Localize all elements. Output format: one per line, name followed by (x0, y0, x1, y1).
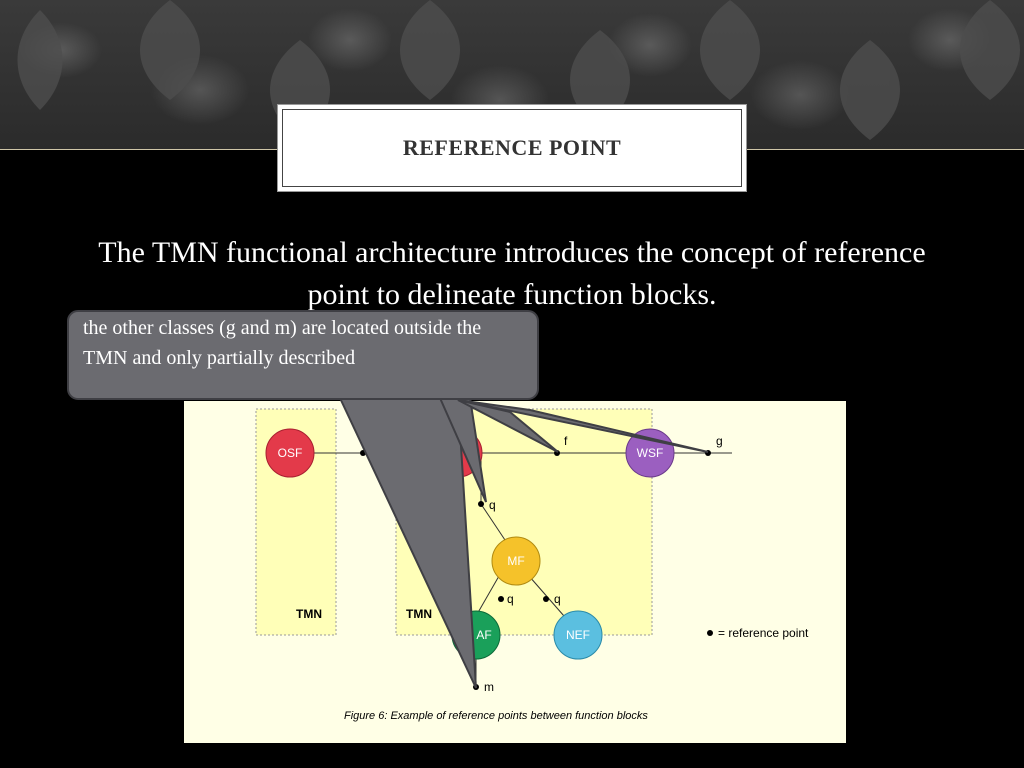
af-label: AF (476, 628, 491, 642)
nef-label: NEF (566, 628, 590, 642)
tmn-region-right (395, 408, 653, 636)
g-ref-label: g (716, 434, 723, 448)
left-ref-node (433, 428, 483, 478)
figure-caption: Figure 6: Example of reference points be… (344, 710, 648, 722)
ref-point-g (705, 450, 711, 456)
ref-point-m (473, 684, 479, 690)
nef-node (553, 610, 603, 660)
mf-label: MF (507, 554, 524, 568)
ref-point-f (554, 450, 560, 456)
osf-node (265, 428, 315, 478)
ref-point-left (360, 450, 366, 456)
line-mf-nef (528, 575, 565, 617)
tmn-figure: OSF WSF MF AF NEF f g q q q m TMN TMN = … (184, 401, 846, 743)
tmn-label-right: TMN (406, 607, 432, 621)
wsf-label: WSF (637, 446, 664, 460)
line-mf-af (475, 575, 500, 617)
ref-point-q-left (498, 596, 504, 602)
legend-dot (707, 630, 713, 636)
tmn-label-left: TMN (296, 607, 322, 621)
q-right-label: q (554, 592, 561, 606)
ref-point-q-right (543, 596, 549, 602)
ref-point-q-top (478, 501, 484, 507)
slide-title: REFERENCE POINT (402, 135, 622, 160)
m-ref-label: m (484, 680, 494, 694)
title-box: REFERENCE POINT (277, 104, 747, 192)
osf-label: OSF (278, 446, 303, 460)
mf-node (491, 536, 541, 586)
legend-text: = reference point (718, 626, 809, 640)
line-q-mf (480, 503, 510, 547)
q-top-label: q (489, 498, 496, 512)
callout-text: the other classes (g and m) are located … (83, 317, 482, 369)
tmn-diagram: OSF WSF MF AF NEF f g q q q m TMN TMN = … (255, 408, 809, 722)
q-left-label: q (507, 592, 514, 606)
title-frame: REFERENCE POINT (282, 109, 742, 187)
slide-body-text: The TMN functional architecture introduc… (98, 236, 926, 311)
